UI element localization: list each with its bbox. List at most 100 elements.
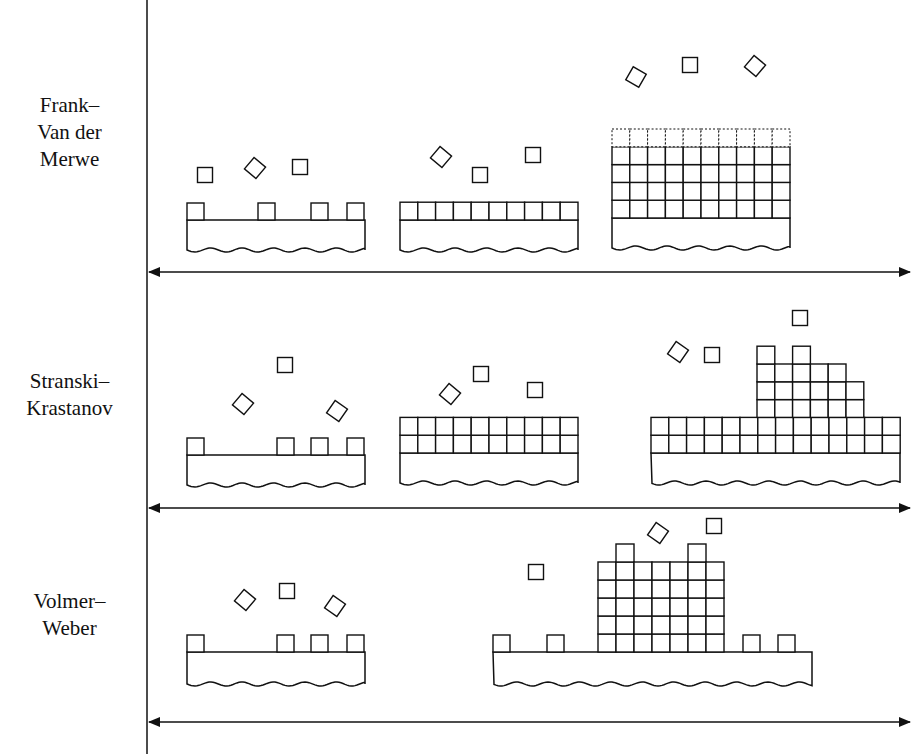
- atom-cube: [560, 417, 578, 435]
- atom-cube: [616, 562, 634, 580]
- atom-cube: [612, 165, 630, 183]
- atom-cube: [688, 634, 706, 652]
- atom-cube: [810, 364, 828, 382]
- atom-cube: [778, 635, 795, 652]
- atom-cube: [757, 382, 775, 400]
- atom-cube: [616, 580, 634, 598]
- arriving-atom: [280, 584, 295, 599]
- future-atom: [719, 129, 737, 147]
- future-atom: [737, 129, 755, 147]
- arriving-atom: [707, 519, 722, 534]
- atom-cube: [688, 616, 706, 634]
- atom-cube: [598, 598, 616, 616]
- atom-cube: [757, 400, 775, 418]
- atom-cube: [722, 435, 740, 453]
- atom-cube: [560, 435, 578, 453]
- arriving-atom: [278, 358, 293, 373]
- substrate: [187, 652, 365, 686]
- arriving-atom: [526, 148, 541, 163]
- atom-cube: [598, 580, 616, 598]
- atom-cube: [400, 417, 418, 435]
- time-arrow: [149, 271, 910, 273]
- atom-cube: [630, 200, 648, 218]
- vertical-axis: [146, 0, 148, 754]
- atom-cube: [648, 200, 666, 218]
- atom-cube: [187, 203, 204, 220]
- future-atom: [648, 129, 666, 147]
- arriving-atom: [234, 589, 255, 610]
- atom-cube: [719, 182, 737, 200]
- atom-cube: [489, 202, 507, 220]
- atom-cube: [311, 635, 328, 652]
- atom-cube: [453, 435, 471, 453]
- atom-cube: [828, 382, 846, 400]
- time-arrow: [149, 721, 910, 723]
- atom-cube: [704, 435, 722, 453]
- atom-cube: [436, 435, 454, 453]
- atom-cube: [652, 562, 670, 580]
- atom-cube: [683, 182, 701, 200]
- atom-cube: [828, 364, 846, 382]
- atom-cube: [630, 147, 648, 165]
- atom-cube: [772, 165, 790, 183]
- arriving-atom: [793, 311, 808, 326]
- atom-cube: [651, 417, 669, 435]
- future-atom: [701, 129, 719, 147]
- atom-cube: [436, 417, 454, 435]
- atom-cube: [688, 598, 706, 616]
- atom-cube: [865, 435, 883, 453]
- arriving-atom: [325, 596, 346, 617]
- atom-cube: [669, 417, 687, 435]
- atom-cube: [400, 202, 418, 220]
- atom-cube: [670, 616, 688, 634]
- atom-cube: [277, 438, 294, 455]
- substrate: [187, 455, 365, 487]
- atom-cube: [665, 200, 683, 218]
- atom-cube: [719, 200, 737, 218]
- arriving-atom: [744, 55, 765, 76]
- atom-cube: [701, 200, 719, 218]
- atom-cube: [612, 147, 630, 165]
- atom-cube: [701, 165, 719, 183]
- atom-cube: [706, 598, 724, 616]
- atom-cube: [829, 417, 847, 435]
- atom-cube: [829, 435, 847, 453]
- atom-cube: [507, 435, 525, 453]
- atom-cube: [846, 400, 864, 418]
- atom-cube: [616, 544, 634, 562]
- atom-cube: [418, 435, 436, 453]
- arriving-atom: [244, 157, 265, 178]
- atom-cube: [847, 435, 865, 453]
- atom-cube: [634, 634, 652, 652]
- atom-cube: [810, 382, 828, 400]
- atom-cube: [507, 417, 525, 435]
- atom-cube: [687, 435, 705, 453]
- atom-cube: [706, 562, 724, 580]
- atom-cube: [704, 417, 722, 435]
- atom-cube: [701, 182, 719, 200]
- atom-cube: [757, 346, 775, 364]
- atom-cube: [634, 562, 652, 580]
- atom-cube: [652, 598, 670, 616]
- arriving-atom: [474, 367, 489, 382]
- atom-cube: [706, 634, 724, 652]
- atom-cube: [547, 635, 564, 652]
- atom-cube: [772, 182, 790, 200]
- atom-cube: [846, 382, 864, 400]
- atom-cube: [737, 165, 755, 183]
- atom-cube: [683, 165, 701, 183]
- atom-cube: [882, 417, 900, 435]
- atom-cube: [652, 580, 670, 598]
- future-atom: [683, 129, 701, 147]
- substrate: [187, 220, 365, 252]
- atom-cube: [652, 634, 670, 652]
- atom-cube: [793, 400, 811, 418]
- atom-cube: [882, 435, 900, 453]
- atom-cube: [670, 562, 688, 580]
- atom-cube: [811, 435, 829, 453]
- atom-cube: [740, 417, 758, 435]
- arriving-atom: [529, 565, 544, 580]
- atom-cube: [525, 435, 543, 453]
- atom-cube: [847, 417, 865, 435]
- atom-cube: [665, 182, 683, 200]
